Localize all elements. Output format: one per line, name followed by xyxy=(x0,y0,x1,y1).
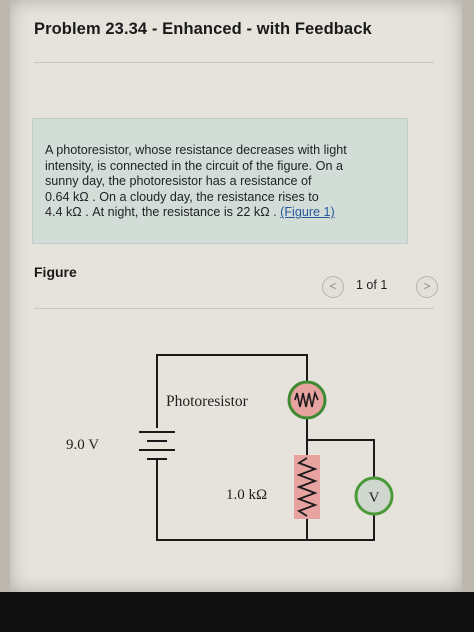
battery-icon xyxy=(139,431,175,468)
divider xyxy=(34,308,434,309)
divider xyxy=(34,62,434,63)
resistor-label: 1.0 kΩ xyxy=(226,487,267,503)
figure-pager: 1 of 1 xyxy=(356,278,388,292)
problem-statement-box: A photoresistor, whose resistance decrea… xyxy=(32,118,408,244)
battery-voltage-label: 9.0 V xyxy=(66,437,99,453)
chevron-left-icon: < xyxy=(329,279,337,293)
problem-line: intensity, is connected in the circuit o… xyxy=(45,158,343,173)
screen-bezel xyxy=(0,592,474,632)
page-title: Problem 23.34 - Enhanced - with Feedback xyxy=(34,20,372,38)
problem-line: 0.64 kΩ . On a cloudy day, the resistanc… xyxy=(45,189,319,204)
problem-line: 4.4 kΩ . At night, the resistance is 22 … xyxy=(45,205,281,220)
previous-figure-button[interactable]: < xyxy=(322,276,344,298)
problem-line: sunny day, the photoresistor has a resis… xyxy=(45,174,312,189)
resistor-icon xyxy=(294,455,320,519)
figure-1-link[interactable]: (Figure 1) xyxy=(280,205,335,220)
voltmeter-label: V xyxy=(369,490,380,506)
problem-line-last: 4.4 kΩ . At night, the resistance is 22 … xyxy=(45,205,401,221)
figure-heading: Figure xyxy=(34,264,77,280)
problem-line: A photoresistor, whose resistance decrea… xyxy=(45,143,347,157)
photoresistor-label: Photoresistor xyxy=(166,393,249,410)
voltmeter-icon: V xyxy=(354,476,394,516)
next-figure-button[interactable]: > xyxy=(416,276,438,298)
circuit-wires xyxy=(156,354,375,541)
photoresistor-icon xyxy=(287,380,327,420)
chevron-right-icon: > xyxy=(423,279,431,293)
problem-text: A photoresistor, whose resistance decrea… xyxy=(45,143,401,221)
